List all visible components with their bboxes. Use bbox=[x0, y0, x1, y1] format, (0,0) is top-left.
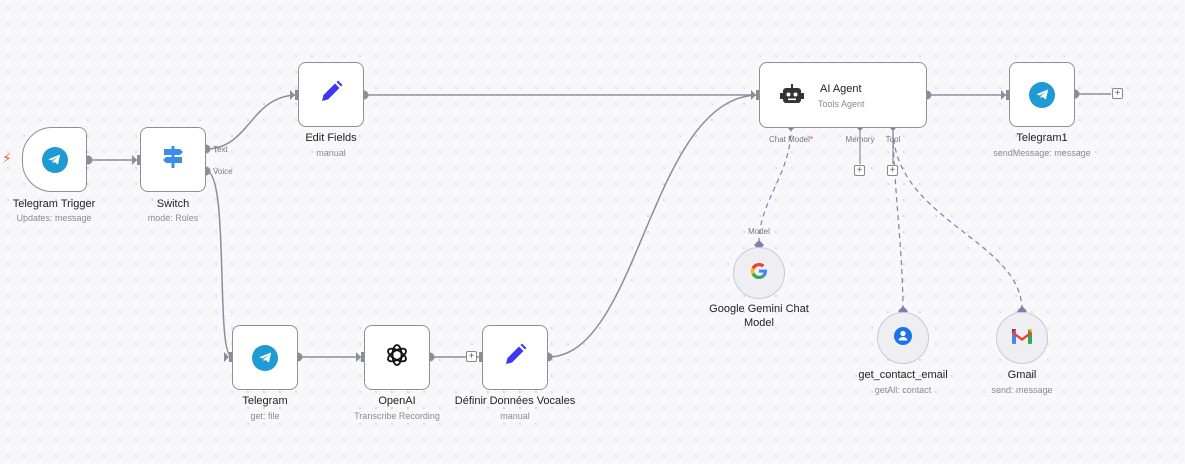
node-subtitle: mode: Rules bbox=[147, 213, 199, 223]
node-title-line2: Model bbox=[744, 317, 774, 329]
node-subtitle: Tools Agent bbox=[818, 99, 865, 109]
input-handle-editfields[interactable] bbox=[295, 90, 299, 100]
node-title: Telegram bbox=[242, 395, 288, 407]
openai-icon bbox=[384, 342, 410, 373]
node-title: OpenAI bbox=[378, 395, 416, 407]
node-title: Edit Fields bbox=[305, 132, 357, 144]
input-handle-agent[interactable] bbox=[756, 90, 760, 100]
node-title-line1: Google Gemini Chat bbox=[709, 303, 809, 315]
insert-node-button[interactable]: + bbox=[466, 351, 477, 362]
node-title: AI Agent bbox=[820, 83, 862, 95]
node-title: Gmail bbox=[1007, 369, 1037, 381]
edge-switch-telegram[interactable] bbox=[205, 170, 233, 358]
telegram-icon bbox=[252, 344, 278, 371]
node-google-gemini[interactable] bbox=[733, 247, 785, 299]
node-title: Telegram1 bbox=[1016, 132, 1068, 144]
node-subtitle: get: file bbox=[250, 411, 280, 421]
node-subtitle: Updates: message bbox=[16, 213, 92, 223]
node-subtitle: manual bbox=[316, 148, 346, 158]
input-handle-openai[interactable] bbox=[361, 352, 365, 362]
add-memory-button[interactable]: + bbox=[854, 165, 865, 176]
gmail-icon bbox=[1011, 327, 1033, 350]
input-handle-telegram[interactable] bbox=[229, 352, 233, 362]
port-label-memory: Memory bbox=[845, 135, 875, 144]
input-handle-telegram1[interactable] bbox=[1006, 90, 1010, 100]
port-label-model: Model bbox=[748, 227, 770, 236]
telegram-icon bbox=[41, 146, 68, 173]
node-openai[interactable] bbox=[364, 325, 430, 390]
port-label-chat-model: Chat Model* bbox=[769, 135, 814, 144]
port-label-tool: Tool bbox=[885, 135, 901, 144]
edge-contact-agent[interactable] bbox=[892, 127, 904, 311]
trigger-bolt-icon: ⚡ bbox=[2, 150, 12, 166]
google-icon bbox=[749, 261, 769, 286]
node-definir-donnees-vocales[interactable] bbox=[482, 325, 548, 390]
contact-icon bbox=[893, 326, 913, 351]
add-tool-button[interactable]: + bbox=[887, 165, 898, 176]
node-telegram1[interactable] bbox=[1009, 62, 1075, 127]
edge-gemini-agent[interactable] bbox=[758, 127, 792, 244]
node-telegram-get-file[interactable] bbox=[232, 325, 298, 390]
edge-gmail-agent[interactable] bbox=[892, 127, 1023, 311]
node-subtitle: manual bbox=[500, 411, 530, 421]
node-edit-fields[interactable] bbox=[298, 62, 364, 127]
node-title: Switch bbox=[156, 198, 190, 210]
signpost-icon bbox=[159, 143, 187, 176]
node-subtitle: Transcribe Recording bbox=[354, 411, 440, 421]
node-title: Telegram Trigger bbox=[12, 198, 96, 210]
node-title: get_contact_email bbox=[858, 369, 948, 381]
node-switch[interactable] bbox=[140, 127, 206, 192]
input-handle-voicedata[interactable] bbox=[479, 352, 483, 362]
pencil-icon bbox=[501, 341, 529, 374]
telegram-icon bbox=[1029, 81, 1055, 108]
add-next-node-button[interactable]: + bbox=[1112, 88, 1123, 99]
node-subtitle: send: message bbox=[991, 385, 1053, 395]
node-get-contact-email[interactable] bbox=[877, 312, 929, 364]
edge-switch-editfields[interactable] bbox=[205, 94, 299, 150]
input-handle-switch[interactable] bbox=[137, 155, 141, 165]
node-subtitle: sendMessage: message bbox=[993, 148, 1091, 158]
pencil-icon bbox=[317, 78, 345, 111]
node-subtitle: getAll: contact bbox=[874, 385, 932, 395]
edge-voicedata-agent[interactable] bbox=[547, 94, 760, 358]
node-telegram-trigger[interactable] bbox=[22, 127, 87, 192]
node-ai-agent[interactable]: AI Agent Tools Agent bbox=[759, 62, 927, 128]
switch-output-voice-label: Voice bbox=[213, 167, 233, 176]
node-gmail[interactable] bbox=[996, 312, 1048, 364]
switch-output-text-label: Text bbox=[213, 145, 228, 154]
robot-icon bbox=[780, 83, 804, 112]
node-title: Définir Données Vocales bbox=[454, 395, 576, 407]
